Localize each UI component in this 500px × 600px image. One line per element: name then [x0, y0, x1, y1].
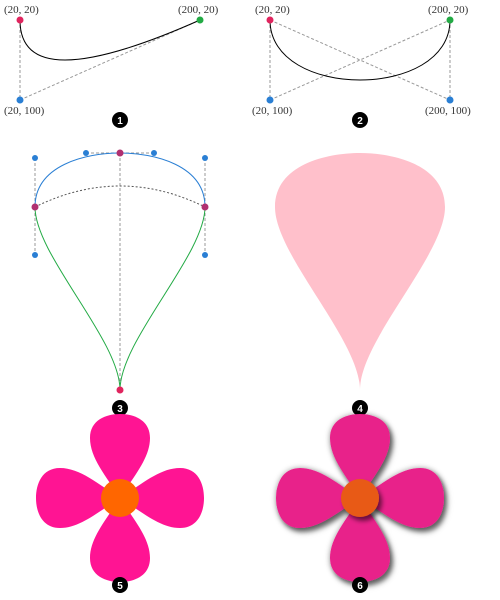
pink-petal	[275, 153, 445, 390]
guide-line-c1-end	[269, 19, 451, 101]
guide-line-start-c2	[269, 19, 451, 101]
control2-label: (200, 100)	[425, 105, 471, 117]
badge-2-circle	[352, 112, 368, 128]
anchor-point-bottom	[116, 386, 124, 394]
badge-1-number: 1	[117, 116, 123, 127]
cubic-curve	[269, 19, 451, 81]
badge-3-circle	[112, 400, 128, 416]
panel-3-petal-construction: 3	[31, 149, 209, 416]
end-point	[196, 16, 204, 24]
badge-2-number: 2	[357, 116, 363, 127]
control-point-1	[266, 96, 274, 104]
width-arc-dotted	[34, 185, 206, 208]
panel-6-shaded-flower	[276, 414, 444, 582]
end-label: (200, 20)	[428, 4, 469, 16]
anchor-point-left	[31, 203, 39, 211]
badge-6-number: 6	[357, 581, 363, 592]
quadratic-curve	[19, 19, 201, 61]
badge-3-number: 3	[117, 404, 123, 415]
anchor-point-right	[201, 203, 209, 211]
badge-1-circle	[112, 112, 128, 128]
badge-4-circle	[352, 400, 368, 416]
badge-6-circle	[352, 577, 368, 593]
handle-point	[83, 150, 89, 156]
control-label: (20, 100)	[4, 105, 45, 117]
badge-5-circle	[112, 577, 128, 593]
handle-point	[202, 155, 208, 161]
control-point	[16, 96, 24, 104]
start-point	[266, 16, 274, 24]
start-point	[16, 16, 24, 24]
handle-point	[32, 252, 38, 258]
flower-center	[341, 479, 379, 517]
handle-point	[151, 150, 157, 156]
handle-point	[202, 252, 208, 258]
handle-point	[32, 155, 38, 161]
start-label: (20, 20)	[255, 4, 290, 16]
panel-1-quadratic: (20, 20) (200, 20) (20, 100) 1	[4, 4, 219, 128]
badge-4-number: 4	[357, 404, 363, 415]
panel-2-cubic: (20, 20) (200, 20) (20, 100) (200, 100) …	[252, 4, 471, 128]
badge-5-number: 5	[117, 581, 123, 592]
control1-label: (20, 100)	[252, 105, 293, 117]
end-point	[446, 16, 454, 24]
anchor-point-top	[116, 149, 124, 157]
end-label: (200, 20)	[178, 4, 219, 16]
guide-line-control-end	[19, 19, 201, 101]
panel-5-flower	[36, 414, 204, 582]
flower-center	[101, 479, 139, 517]
start-label: (20, 20)	[4, 4, 39, 16]
control-point-2	[446, 96, 454, 104]
panel-4-filled-petal: 4	[275, 153, 445, 416]
